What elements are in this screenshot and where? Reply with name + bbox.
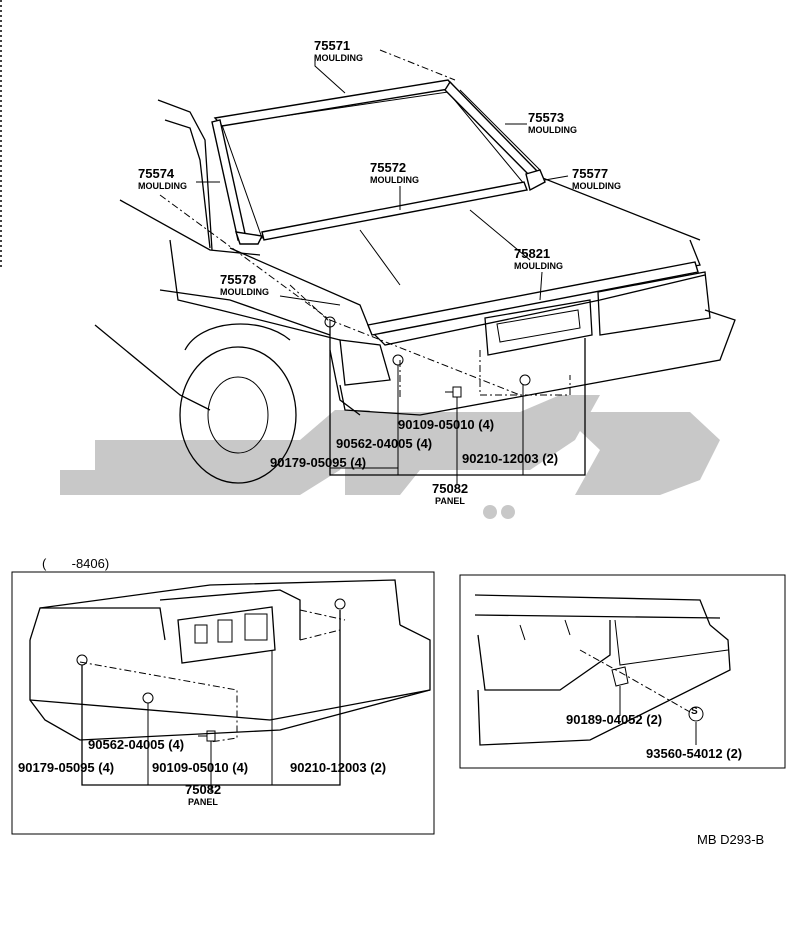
watermark-logo [60, 395, 720, 519]
moulding-75578-shape [234, 231, 264, 245]
tail-light-left [339, 339, 391, 386]
grommet-icon [392, 354, 404, 366]
moulding-75821-shape [367, 261, 699, 336]
date-range-label: ( -8406) [42, 556, 110, 571]
part-number: 75573 [528, 110, 565, 125]
part-name: MOULDING [138, 181, 187, 191]
part-number: 75577 [572, 166, 609, 181]
part-name: MOULDING [528, 125, 577, 135]
part-number: 75578 [220, 272, 257, 287]
moulding-75573-shape [444, 80, 539, 179]
c-pillar-left [157, 99, 213, 251]
part-90189-right: 90189-04052 (2) [566, 712, 663, 727]
part-number: 75574 [138, 166, 175, 181]
part-number: 75082 [432, 481, 469, 496]
left-detail-box [11, 571, 435, 835]
nut-icon [452, 386, 462, 398]
part-name: PANEL [435, 496, 465, 506]
rear-wheel [179, 346, 297, 484]
part-90179-left: 90179-05095 (4) [18, 760, 115, 775]
part-75082-left: 75082 PANEL [185, 782, 221, 807]
part-number: 75572 [370, 160, 407, 175]
s-circle-icon [688, 706, 704, 722]
part-number: 75571 [314, 38, 351, 53]
part-90210-top: 90210-12003 (2) [462, 451, 559, 466]
part-93560-right: 93560-54012 (2) [646, 746, 743, 761]
part-90210-left: 90210-12003 (2) [290, 760, 387, 775]
part-75573-label: 75573 MOULDING [528, 110, 577, 135]
s-symbol: S [691, 706, 698, 717]
part-90109-top: 90109-05010 (4) [398, 417, 495, 432]
part-90109-left: 90109-05010 (4) [152, 760, 249, 775]
part-75082-top: 75082 PANEL [432, 481, 468, 506]
left-license-panel [177, 606, 276, 664]
part-90562-top: 90562-04005 (4) [336, 436, 433, 451]
part-75578-label: 75578 MOULDING [220, 272, 269, 297]
moulding-75572-shape [261, 181, 528, 241]
part-75572-label: 75572 MOULDING [370, 160, 419, 185]
grommet-icon [519, 374, 531, 386]
part-name: MOULDING [572, 181, 621, 191]
part-name: MOULDING [314, 53, 363, 63]
part-75821-label: 75821 MOULDING [514, 246, 563, 271]
part-75574-label: 75574 MOULDING [138, 166, 187, 191]
left-box-drawing [29, 579, 431, 792]
part-number: 75821 [514, 246, 551, 261]
top-leader-lines [196, 56, 586, 485]
part-name: PANEL [188, 797, 218, 807]
moulding-75577-shape [525, 169, 546, 192]
tail-light-right [597, 271, 711, 336]
right-box-drawing [474, 594, 731, 746]
license-recess [484, 299, 593, 356]
part-name: MOULDING [220, 287, 269, 297]
top-fastener-parts [324, 316, 531, 398]
part-75577-label: 75577 MOULDING [572, 166, 621, 191]
part-name: MOULDING [514, 261, 563, 271]
part-number: 75082 [185, 782, 222, 797]
screw-icon [611, 666, 629, 687]
right-detail-box [459, 574, 786, 769]
part-name: MOULDING [370, 175, 419, 185]
moulding-75571-shape [213, 79, 457, 127]
part-90179-top: 90179-05095 (4) [270, 455, 367, 470]
moulding-75574-shape [211, 119, 247, 241]
part-75571-label: 75571 MOULDING [314, 38, 363, 63]
diagram-code: MB D293-B [697, 832, 765, 847]
part-90562-left: 90562-04005 (4) [88, 737, 185, 752]
